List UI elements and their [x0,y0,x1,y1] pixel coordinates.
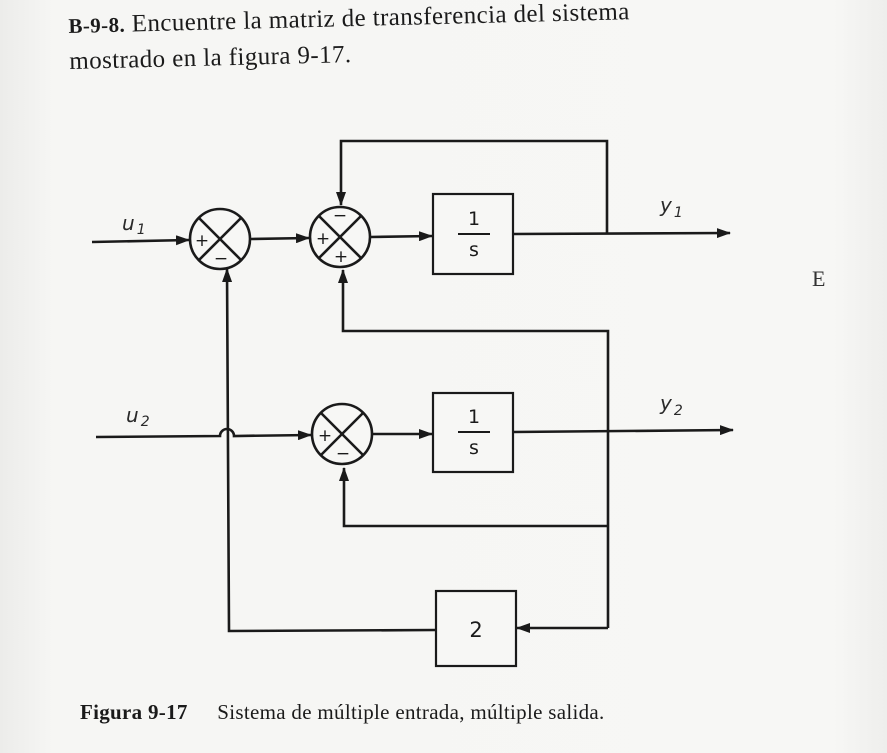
sum2-plus-sign: + [316,229,330,249]
gain-to-sum1-line [222,268,437,633]
sum2-minus-sign: − [333,206,347,226]
sum2-to-integrator1-line [369,231,433,242]
figure-number: Figura 9-17 [80,700,188,724]
gain-block [434,589,518,668]
sum3-plus-sign: + [318,426,332,446]
y2-feedback-bus [338,269,610,432]
sum1-minus-sign: − [214,249,228,269]
y2-output-line [512,425,734,436]
summing-junction-1 [188,207,252,271]
gain-value: 2 [469,618,482,642]
sum1-plus-sign: + [195,231,209,251]
figure-caption: Figura 9-17 Sistema de múltiple entrada,… [80,700,605,725]
margin-letter: E [812,266,826,291]
sum1-to-sum2-line [250,233,310,244]
integrator-2-numerator: 1 [468,406,480,428]
integrator-1-block [431,192,515,276]
figure-caption-text: Sistema de múltiple entrada, múltiple sa… [217,700,605,724]
summing-junction-3 [310,402,374,466]
u2-input-line [95,427,312,441]
integrator-1-denominator: s [469,239,479,261]
sum2-plus-bottom-sign: + [334,247,348,267]
u1-input-line [91,235,190,246]
sum3-minus-sign: − [336,444,350,464]
y1-output-line [512,228,731,239]
y2-lower-feedback-line [339,467,608,528]
summing-junction-2 [308,205,372,269]
integrator-2-denominator: s [469,437,479,459]
y1-top-feedback-line [336,139,609,234]
integrator-1-numerator: 1 [468,208,480,230]
